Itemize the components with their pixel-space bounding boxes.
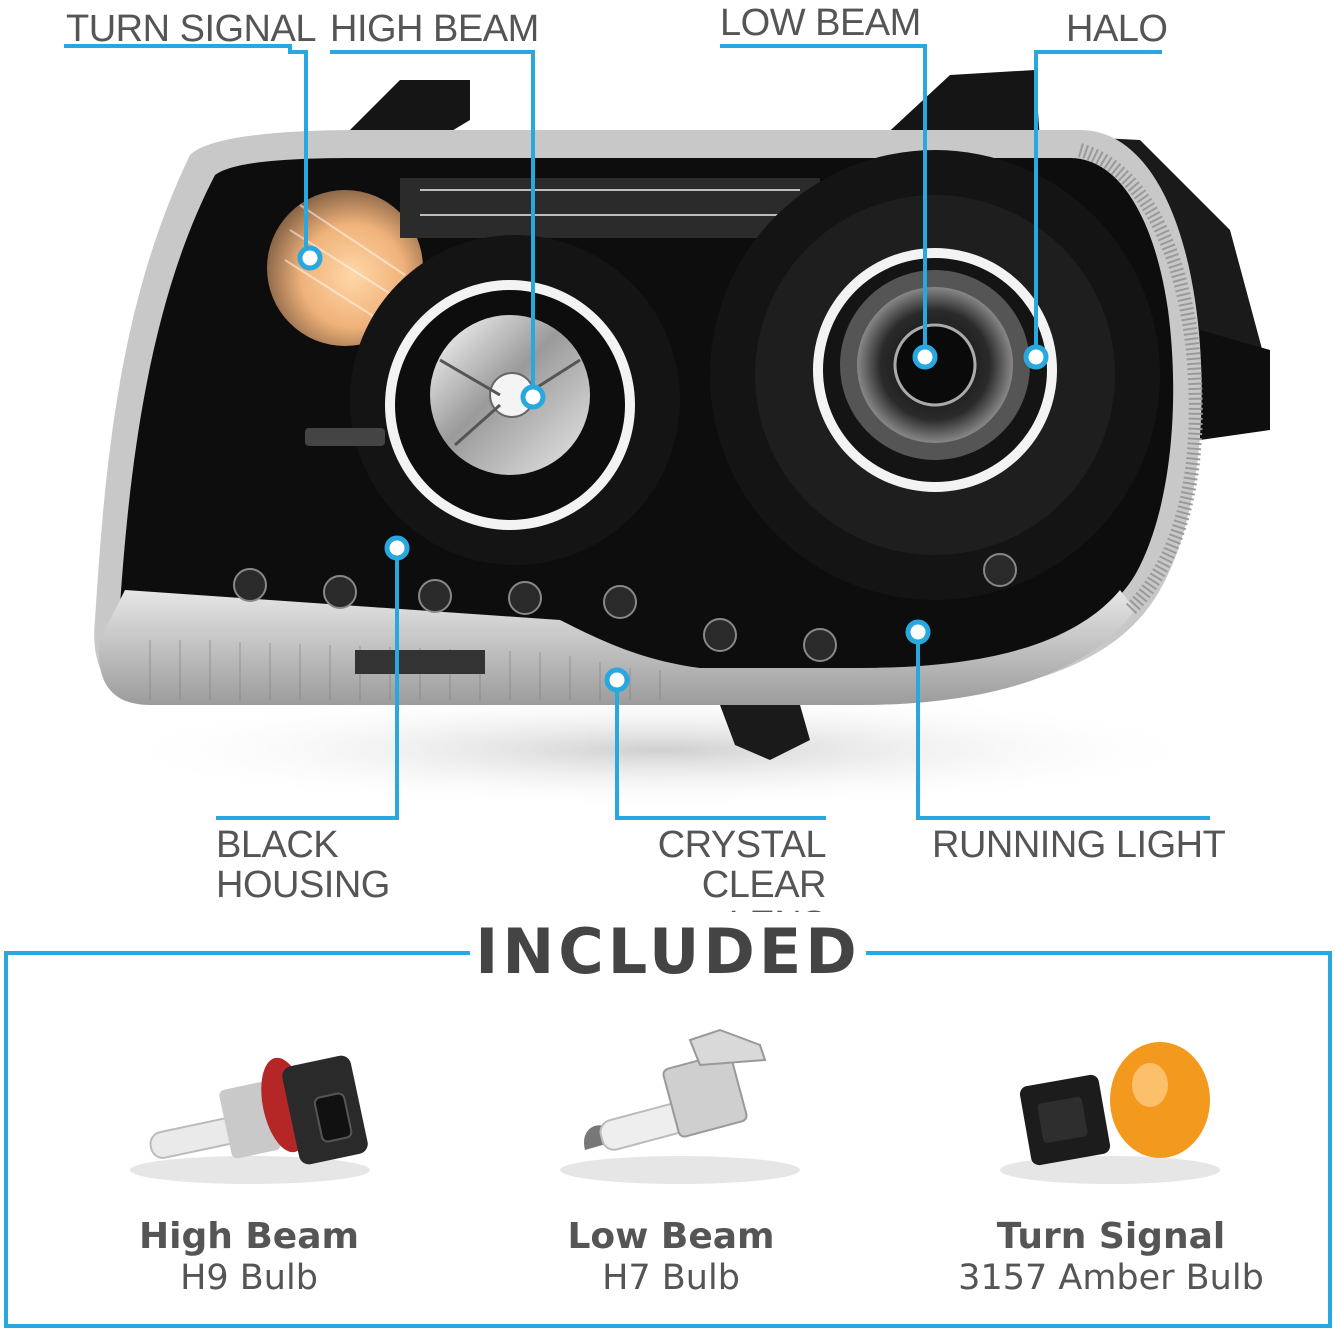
turn-signal-label: TURN SIGNAL (66, 8, 316, 50)
low-beam-label: LOW BEAM (720, 2, 921, 44)
h7-bulb-image (560, 1028, 800, 1184)
bulb-3-name: Turn Signal (996, 1216, 1226, 1257)
h9-bulb-image (130, 1055, 370, 1184)
bulb-2-type: H7 Bulb (602, 1258, 740, 1298)
running-light-label: RUNNING LIGHT (932, 824, 1226, 866)
bulb-1-type: H9 Bulb (180, 1258, 318, 1298)
3157-amber-bulb-image (1000, 1042, 1220, 1184)
included-title: INCLUDED (470, 912, 866, 992)
bulb-2-name: Low Beam (567, 1216, 775, 1257)
halo-label: HALO (1066, 8, 1168, 50)
high-beam-label: HIGH BEAM (330, 8, 539, 50)
bulb-1-name: High Beam (138, 1216, 360, 1257)
bulb-3-type: 3157 Amber Bulb (958, 1258, 1264, 1298)
crystal-clear-lens-label: CRYSTAL CLEAR LENS (657, 824, 827, 945)
black-housing-label: BLACK HOUSING (216, 824, 390, 906)
